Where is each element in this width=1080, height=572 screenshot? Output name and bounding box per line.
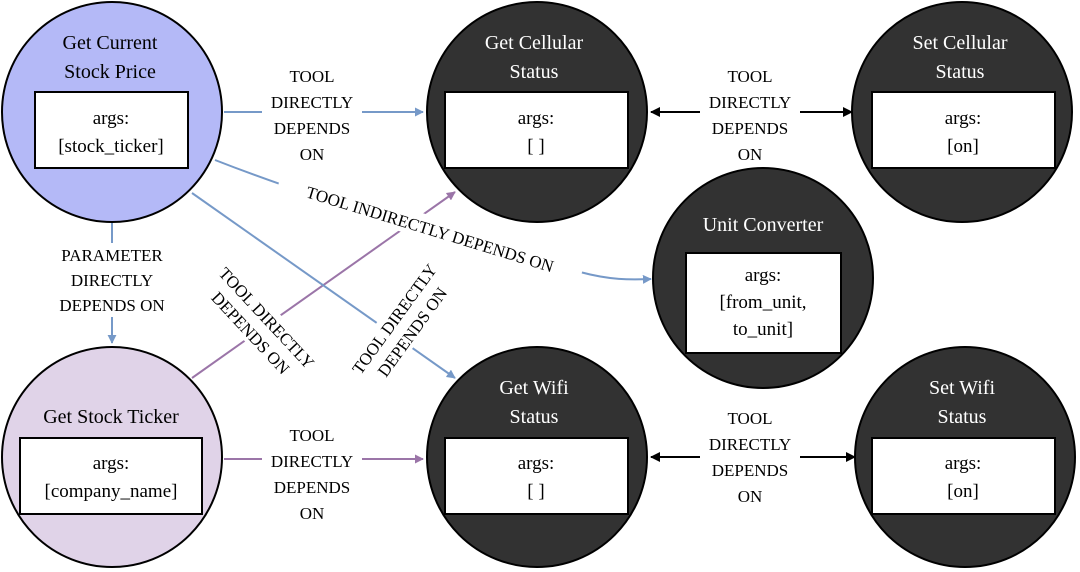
edge-label-line: ON <box>300 504 325 523</box>
args-box <box>871 91 1056 169</box>
args-box <box>685 252 842 354</box>
args-line: [ ] <box>527 481 544 502</box>
args-line: to_unit] <box>733 319 793 340</box>
args-line: [from_unit, <box>719 292 806 313</box>
args-line: args: <box>93 453 130 474</box>
node-title: Unit Converter <box>703 214 824 236</box>
edge-label-ticker-to-cellular: TOOL DIRECTLY DEPENDS ON <box>199 262 320 387</box>
node-unit-converter[interactable]: Unit Converter args: [from_unit, to_unit… <box>652 167 874 389</box>
args-line: args: <box>518 108 555 129</box>
args-box <box>34 91 189 169</box>
node-title: Status <box>936 61 985 83</box>
args-line: args: <box>945 453 982 474</box>
args-line: args: <box>518 453 555 474</box>
args-box <box>444 91 629 169</box>
node-title: Set Wifi <box>929 377 995 399</box>
args-line: args: <box>945 108 982 129</box>
node-title: Set Cellular <box>913 32 1008 54</box>
edge-label-ticker-to-wifi: TOOL DIRECTLY DEPENDS ON <box>262 422 362 524</box>
edge-label-wifi-set-wifi: TOOL DIRECTLY DEPENDS ON <box>700 404 800 506</box>
node-title: Get Wifi <box>499 377 569 399</box>
node-set-cellular-status[interactable]: Set Cellular Status args: [on] <box>851 1 1073 223</box>
node-title: Stock Price <box>64 61 156 83</box>
edge-label-line: DEPENDS <box>274 119 351 138</box>
args-line: args: <box>93 108 130 129</box>
args-line: args: <box>745 265 782 286</box>
edge-label-line: PARAMETER <box>61 246 163 265</box>
edge-label-line: DIRECTLY <box>271 452 353 471</box>
node-get-wifi-status[interactable]: Get Wifi Status args: [ ] <box>426 346 648 568</box>
edge-label-line: DEPENDS <box>712 461 789 480</box>
edge-label-line: DEPENDS <box>274 478 351 497</box>
node-title: Status <box>510 406 559 428</box>
edge-label-line: DEPENDS ON <box>59 296 164 315</box>
args-line: [stock_ticker] <box>58 136 164 157</box>
edge-label-line: TOOL <box>289 426 334 445</box>
edge-label-line: TOOL <box>289 67 334 86</box>
node-title: Get Cellular <box>485 32 584 54</box>
edge-label-price-to-cellular: TOOL DIRECTLY DEPENDS ON <box>262 62 362 164</box>
edge-label-price-to-wifi: TOOL DIRECTLY DEPENDS ON <box>346 260 458 390</box>
args-line: [on] <box>947 136 979 157</box>
args-line: [ ] <box>527 136 544 157</box>
args-box <box>19 437 203 515</box>
edge-label-line: DIRECTLY <box>709 435 791 454</box>
node-title: Get Stock Ticker <box>43 406 179 428</box>
edge-label-line: DIRECTLY <box>71 271 153 290</box>
edge-label-line: ON <box>738 487 763 506</box>
edge-label-price-to-ticker: PARAMETER DIRECTLY DEPENDS ON <box>44 243 180 317</box>
node-get-current-stock-price[interactable]: Get Current Stock Price args: [stock_tic… <box>1 1 223 223</box>
args-box <box>444 437 629 515</box>
args-line: [on] <box>947 481 979 502</box>
node-get-stock-ticker[interactable]: Get Stock Ticker args: [company_name] <box>1 346 223 568</box>
node-set-wifi-status[interactable]: Set Wifi Status args: [on] <box>854 346 1076 568</box>
edge-label-cellular-set-cellular: TOOL DIRECTLY DEPENDS ON <box>700 62 800 164</box>
node-title: Status <box>938 406 987 428</box>
node-title: Status <box>510 61 559 83</box>
edge-label-line: DEPENDS <box>712 119 789 138</box>
args-line: [company_name] <box>45 481 178 502</box>
edge-label-line: ON <box>738 145 763 164</box>
edge-label-line: ON <box>300 145 325 164</box>
edge-label-line: TOOL <box>727 409 772 428</box>
args-box <box>871 437 1056 515</box>
edge-label-line: DIRECTLY <box>271 93 353 112</box>
edge-label-line: DIRECTLY <box>709 93 791 112</box>
edge-label-line: TOOL <box>727 67 772 86</box>
node-get-cellular-status[interactable]: Get Cellular Status args: [ ] <box>426 1 648 223</box>
node-title: Get Current <box>63 32 158 54</box>
